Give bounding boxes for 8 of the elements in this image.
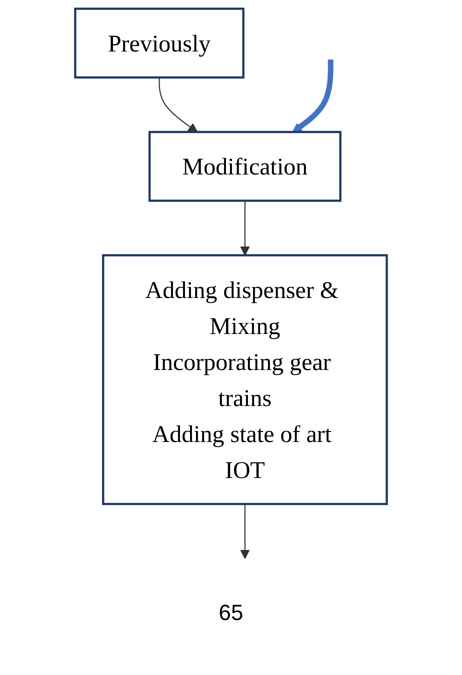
page-number: 65 bbox=[218, 600, 244, 626]
arrow bbox=[158, 77, 198, 132]
node-box: Adding dispenser & Mixing Incorporating gear trains Adding state of art IOT bbox=[102, 254, 388, 506]
arrow bbox=[292, 59, 334, 132]
arrow bbox=[240, 504, 250, 559]
node-box: Previously bbox=[74, 8, 244, 79]
arrow bbox=[240, 200, 250, 256]
node-box: Modification bbox=[148, 130, 342, 202]
